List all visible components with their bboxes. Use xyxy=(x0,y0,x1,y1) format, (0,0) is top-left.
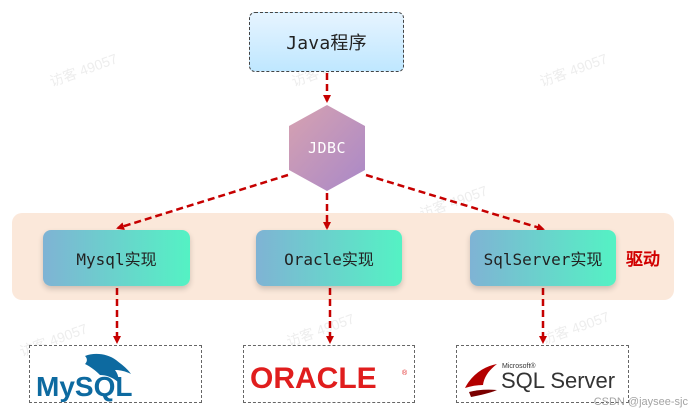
jdbc-hexagon-shape xyxy=(289,105,365,191)
mysql-implementation-node: Mysql实现 xyxy=(43,230,190,286)
mysql-logo-box: MySQL xyxy=(29,345,202,403)
oracle-logo-box: ORACLE ® xyxy=(243,345,415,403)
oracle-logo-text: ORACLE xyxy=(250,362,377,395)
oracle-logo: ORACLE ® xyxy=(250,362,408,395)
sqlserver-logo-box: Microsoft® SQL Server xyxy=(456,345,629,403)
driver-label: 驱动 xyxy=(626,250,660,269)
dolphin-icon xyxy=(85,353,131,382)
mysql-implementation-label: Mysql实现 xyxy=(76,250,157,269)
oracle-implementation-label: Oracle实现 xyxy=(284,250,374,269)
sqlserver-logo-text: SQL Server xyxy=(501,368,615,393)
jdbc-node: JDBC xyxy=(287,103,367,193)
mysql-logo: MySQL xyxy=(36,353,132,402)
credit-text: CSDN @jaysee-sjc xyxy=(593,396,688,408)
jdbc-label: JDBC xyxy=(307,139,347,157)
registered-mark-icon: ® xyxy=(402,369,408,377)
mysql-logo-text: MySQL xyxy=(36,371,132,402)
sqlserver-implementation-node: SqlServer实现 xyxy=(470,230,616,286)
sqlserver-microsoft-text: Microsoft® xyxy=(502,362,536,370)
arrow-jdbc-to-mysql xyxy=(116,173,289,231)
sqlserver-swoosh-icon xyxy=(465,364,497,388)
sqlserver-implementation-label: SqlServer实现 xyxy=(483,250,603,269)
arrow-jdbc-to-sqlserver xyxy=(365,173,545,232)
java-program-node: Java程序 xyxy=(249,12,404,72)
java-program-label: Java程序 xyxy=(286,33,367,54)
sqlserver-logo: Microsoft® SQL Server xyxy=(465,362,615,397)
oracle-implementation-node: Oracle实现 xyxy=(256,230,402,286)
